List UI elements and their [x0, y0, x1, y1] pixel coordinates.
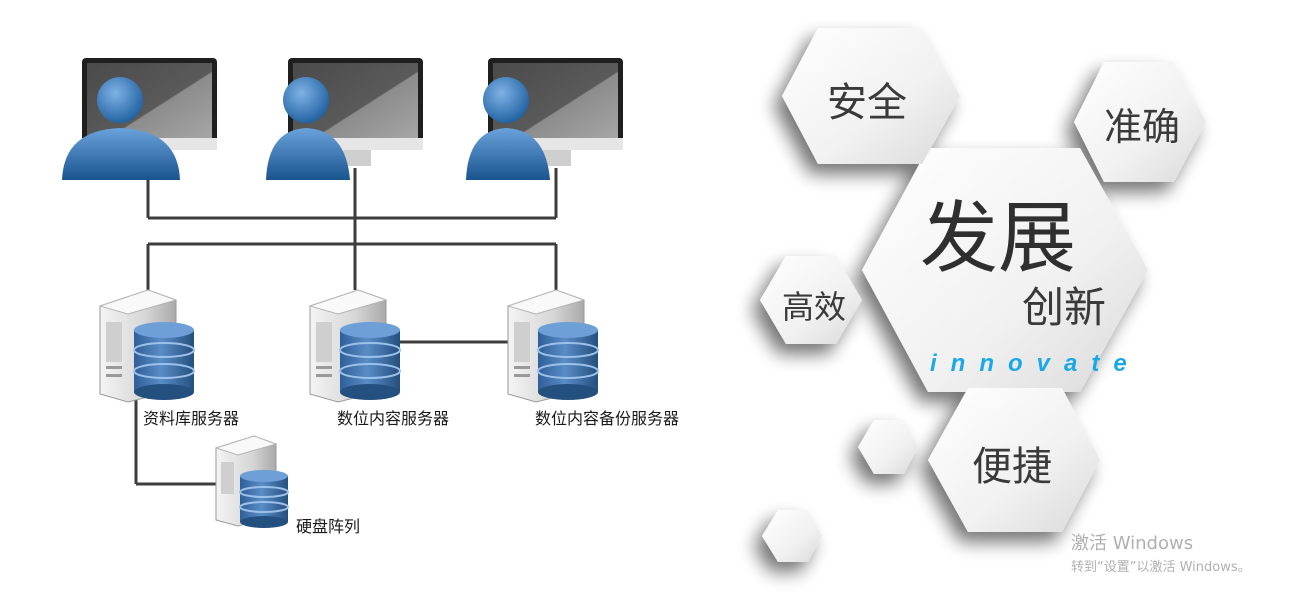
database-server-label: 资料库服务器 [143, 409, 240, 428]
disk-array-label: 硬盘阵列 [296, 517, 361, 536]
hexagon-development [862, 148, 1148, 392]
convenient-text: 便捷 [972, 444, 1052, 490]
hexagon-convenient [928, 388, 1100, 532]
client-computer-3 [466, 58, 623, 180]
development-text: 发展 [920, 194, 1077, 284]
accurate-text: 准确 [1104, 105, 1181, 149]
client-computer-1 [62, 58, 217, 180]
client-computer-2 [266, 58, 423, 180]
backup-server-label: 数位内容备份服务器 [535, 409, 680, 428]
content-server-label: 数位内容服务器 [337, 409, 450, 428]
innovation-text: 创新 [1022, 283, 1107, 332]
disk-array-icon [214, 435, 289, 528]
hexagon-cluster [760, 28, 1206, 562]
connection-lines [134, 168, 558, 486]
activation-watermark-subtitle: 转到“设置”以激活 Windows。 [1071, 560, 1251, 575]
backup-server-icon [506, 289, 599, 403]
content-server-icon [308, 289, 401, 403]
innovate-text: innovate [930, 350, 1141, 377]
hexagon-accurate [1074, 62, 1206, 182]
hexagon-security [782, 28, 960, 164]
efficient-text: 高效 [782, 288, 847, 326]
database-server-icon [98, 289, 195, 403]
hexagon-small-bottom [762, 510, 822, 562]
activation-watermark-title: 激活 Windows [1071, 533, 1194, 554]
hexagon-efficient [760, 256, 862, 344]
security-text: 安全 [827, 80, 907, 126]
hexagon-small-mid [858, 420, 918, 474]
